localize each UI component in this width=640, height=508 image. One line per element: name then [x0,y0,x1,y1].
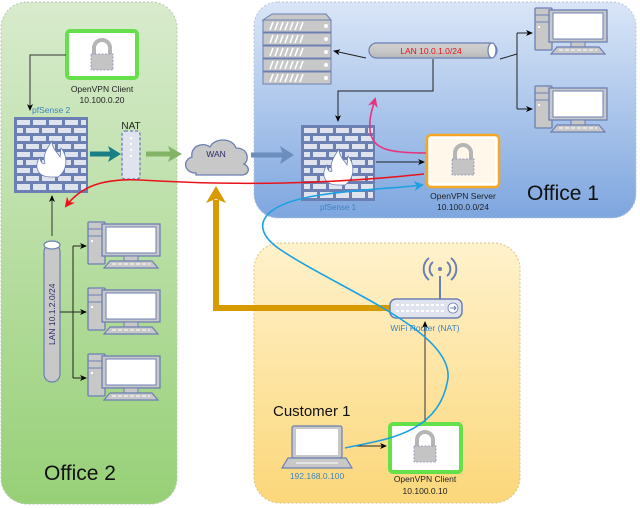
openvpn-server[interactable] [425,133,501,189]
office2-computer-3[interactable] [87,353,161,401]
wan-label: WAN [206,149,226,159]
router-to-wan-arrow [213,200,390,311]
teal-arrowhead [108,146,121,162]
lan-office2-label: LAN 10.1.2.0/24 [47,283,57,345]
lan-office1-to-pfsense1-connector [335,59,434,122]
openvpn-server-name: OpenVPN Server [430,191,496,201]
laptop-icon[interactable] [280,425,354,469]
openvpn-client-customer1-ip: 10.100.0.10 [403,486,448,496]
green-arrowhead [168,146,182,162]
lan-office2-pipe[interactable] [43,240,61,383]
office2-computer-2[interactable] [87,287,161,335]
nat-label: NAT [121,121,140,132]
openvpn-client-customer1[interactable] [388,422,463,474]
lan-office1-to-server-connector [333,49,367,59]
office2-computer-1[interactable] [87,221,161,269]
lan-office1-pipe[interactable] [368,42,498,59]
zone-office1-label: Office 1 [527,182,599,205]
pfsense2-label: pfSense 2 [32,105,71,115]
client-to-pfsense2-connector [27,54,66,111]
office1-computer-2[interactable] [534,85,608,133]
office1-computer-1[interactable] [534,7,608,55]
zone-customer1-label: Customer 1 [273,403,351,420]
nat-device-icon[interactable] [121,130,141,180]
laptop-ip: 192.168.0.100 [290,471,345,481]
orange-arrowhead [206,186,226,203]
openvpn-client-office2-ip: 10.100.0.20 [80,95,125,105]
openvpn-client-customer1-name: OpenVPN Client [394,474,457,484]
lan-office1-bus [499,33,518,109]
openvpn-client-office2-name: OpenVPN Client [71,84,134,94]
server-rack-icon[interactable] [261,13,333,85]
openvpn-server-ip: 10.100.0.0/24 [437,202,489,212]
pfsense2-firewall-icon[interactable] [13,116,89,194]
wan-cloud[interactable] [185,139,249,176]
blue-arrowhead [280,146,294,164]
zone-office2-label: Office 2 [44,462,116,485]
blue-vpn-tunnel [261,181,449,449]
lan-office1-label: LAN 10.0.1.0/24 [400,46,462,56]
pink-vpn-tunnel [368,97,427,154]
pfsense1-label: pfSense 1 [320,203,357,212]
openvpn-client-office2[interactable] [65,29,139,80]
red-vpn-tunnel [64,173,425,208]
wifi-router-icon[interactable] [389,257,463,319]
